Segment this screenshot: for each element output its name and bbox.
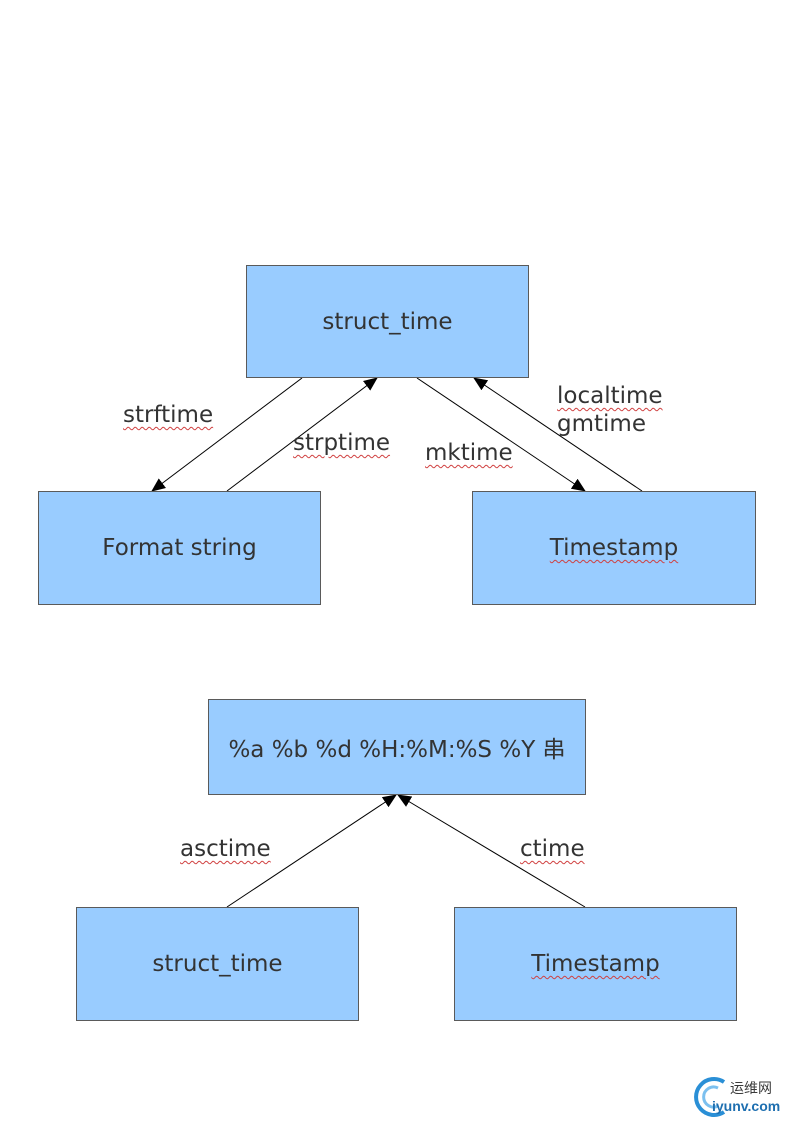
edge-label-gmtime: gmtime <box>557 411 646 437</box>
arrow-ctime <box>397 794 586 908</box>
watermark-chinese: 运维网 <box>730 1081 772 1097</box>
node-format-string-label: Format string <box>102 535 257 561</box>
arrow-asctime <box>226 794 397 908</box>
edge-label-mktime: mktime <box>425 440 513 466</box>
edge-label-ctime: ctime <box>520 836 585 862</box>
arrow-strftime <box>151 377 303 492</box>
arrow-localtime-gmtime <box>473 377 643 492</box>
edge-label-strptime: strptime <box>293 430 391 456</box>
arrow-mktime <box>416 377 586 492</box>
node-timestamp: Timestamp <box>472 491 756 605</box>
node-format-output: %a %b %d %H:%M:%S %Y 串 <box>208 699 586 795</box>
node-format-string: Format string <box>38 491 321 605</box>
edge-label-localtime: localtime <box>557 383 663 409</box>
watermark-site: iyunv.com <box>712 1098 781 1114</box>
node-format-output-label: %a %b %d %H:%M:%S %Y 串 <box>228 737 566 763</box>
watermark-logo-icon <box>694 1077 726 1117</box>
node-bottom-struct-time-label: struct_time <box>152 951 283 977</box>
edge-label-strftime: strftime <box>123 402 214 428</box>
watermark: 运维网 iyunv.com <box>690 1070 790 1120</box>
node-bottom-timestamp-label: Timestamp <box>531 951 660 977</box>
node-struct-time: struct_time <box>246 265 529 378</box>
node-timestamp-label: Timestamp <box>549 535 679 561</box>
arrow-strptime <box>226 377 378 492</box>
node-bottom-struct-time: struct_time <box>76 907 359 1021</box>
node-struct-time-label: struct_time <box>322 308 453 335</box>
edge-label-asctime: asctime <box>180 836 271 862</box>
node-bottom-timestamp: Timestamp <box>454 907 737 1021</box>
